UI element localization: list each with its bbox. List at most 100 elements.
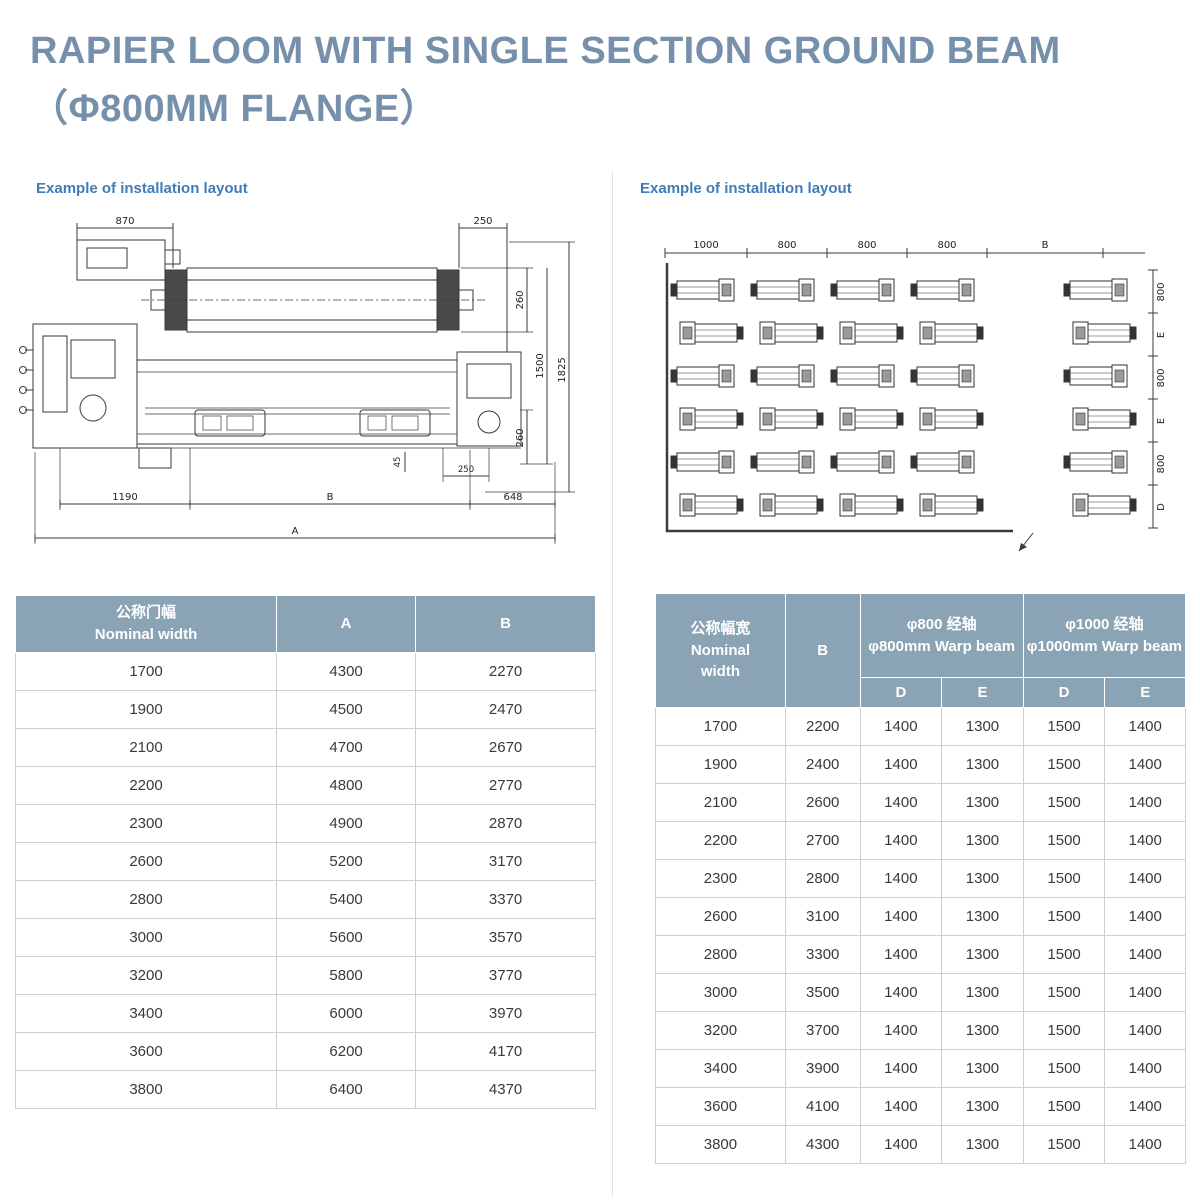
- table-cell: 1400: [859, 1087, 943, 1126]
- plan-dim-800-1: 800: [777, 240, 796, 251]
- warp-beam-table: 公称幅宽 Nominal width B φ800 经轴 φ800mm Warp…: [655, 593, 1187, 1164]
- table-cell: 4100: [784, 1087, 861, 1126]
- table-cell: 1300: [941, 1011, 1024, 1050]
- table-cell: 1500: [1022, 821, 1106, 860]
- floor-plan-svg: 1000 800 800 800 B 800 E 800 E 800 D: [664, 240, 1167, 552]
- table-cell: 1500: [1022, 1011, 1106, 1050]
- table-cell: 2670: [415, 728, 596, 767]
- table-cell: 1400: [859, 707, 943, 746]
- table-cell: 1300: [941, 935, 1024, 974]
- table-cell: 2100: [15, 728, 277, 767]
- table-cell: 4300: [275, 652, 417, 691]
- dim-a: A: [292, 526, 299, 537]
- dim-250-mid: 250: [458, 465, 474, 475]
- table-cell: 1400: [1104, 1011, 1186, 1050]
- table-cell: 3000: [655, 973, 786, 1012]
- table-cell: 1400: [859, 1011, 943, 1050]
- page-title-line2: （Φ800MM FLANGE）: [30, 88, 439, 131]
- page-title: RAPIER LOOM WITH SINGLE SECTION GROUND B…: [30, 22, 1061, 138]
- table-cell: 1400: [1104, 973, 1186, 1012]
- col-header-warp-800: φ800 经轴 φ800mm Warp beam: [859, 593, 1024, 678]
- table-cell: 1400: [1104, 1125, 1186, 1164]
- table-cell: 3600: [655, 1087, 786, 1126]
- table-cell: 2770: [415, 766, 596, 805]
- table-cell: 4800: [275, 766, 417, 805]
- table-cell: 1400: [859, 783, 943, 822]
- loom-technical-drawing: 870 250 260 1500 1825 260 45 250 1190 B …: [15, 212, 595, 567]
- loom-side-view-svg: 870 250 260 1500 1825 260 45 250 1190 B …: [19, 216, 575, 544]
- table-cell: 3900: [784, 1049, 861, 1088]
- table-cell: 1400: [859, 1049, 943, 1088]
- dim-260-top: 260: [515, 290, 526, 309]
- table-cell: 2200: [784, 707, 861, 746]
- table-cell: 3600: [15, 1032, 277, 1071]
- table-cell: 1300: [941, 897, 1024, 936]
- table-cell: 1700: [15, 652, 277, 691]
- table-cell: 1300: [941, 859, 1024, 898]
- plan-dim-e2: E: [1156, 418, 1167, 424]
- table-cell: 3800: [655, 1125, 786, 1164]
- table-cell: 5600: [275, 918, 417, 957]
- plan-dim-800-r2: 800: [1156, 368, 1167, 387]
- table-cell: 2270: [415, 652, 596, 691]
- dim-870: 870: [115, 216, 134, 227]
- col-header-b-2: B: [784, 593, 861, 708]
- table-cell: 2200: [655, 821, 786, 860]
- table-cell: 1400: [859, 859, 943, 898]
- table-cell: 1300: [941, 1125, 1024, 1164]
- table-cell: 1400: [859, 973, 943, 1012]
- table-cell: 1300: [941, 783, 1024, 822]
- table-cell: 1700: [655, 707, 786, 746]
- table-cell: 1500: [1022, 783, 1106, 822]
- table-cell: 5200: [275, 842, 417, 881]
- table-cell: 6400: [275, 1070, 417, 1109]
- plan-dim-800-r3: 800: [1156, 454, 1167, 473]
- subcol-header-d-800: D: [859, 677, 943, 708]
- table-cell: 1400: [1104, 859, 1186, 898]
- dim-260-bottom: 260: [515, 428, 526, 447]
- table-cell: 1300: [941, 821, 1024, 860]
- table-cell: 3700: [784, 1011, 861, 1050]
- page-title-line1: RAPIER LOOM WITH SINGLE SECTION GROUND B…: [30, 30, 1061, 72]
- table-cell: 1900: [655, 745, 786, 784]
- table-cell: 2800: [15, 880, 277, 919]
- table-cell: 1500: [1022, 973, 1106, 1012]
- table-cell: 1400: [1104, 821, 1186, 860]
- subcol-header-e-1000: E: [1104, 677, 1186, 708]
- table-cell: 1400: [1104, 783, 1186, 822]
- plan-dim-800-3: 800: [937, 240, 956, 251]
- table-cell: 1500: [1022, 1125, 1106, 1164]
- table-cell: 3400: [15, 994, 277, 1033]
- installation-floor-plan: 1000 800 800 800 B 800 E 800 E 800 D: [645, 235, 1180, 570]
- table-cell: 5400: [275, 880, 417, 919]
- table-cell: 1500: [1022, 935, 1106, 974]
- table-cell: 3170: [415, 842, 596, 881]
- table-cell: 1300: [941, 973, 1024, 1012]
- table-cell: 2300: [655, 859, 786, 898]
- table-cell: 4700: [275, 728, 417, 767]
- table-cell: 3300: [784, 935, 861, 974]
- dim-1500: 1500: [535, 353, 546, 378]
- table-cell: 2100: [655, 783, 786, 822]
- table-cell: 1400: [1104, 897, 1186, 936]
- table-cell: 1500: [1022, 897, 1106, 936]
- table-cell: 1900: [15, 690, 277, 729]
- table-cell: 1400: [1104, 707, 1186, 746]
